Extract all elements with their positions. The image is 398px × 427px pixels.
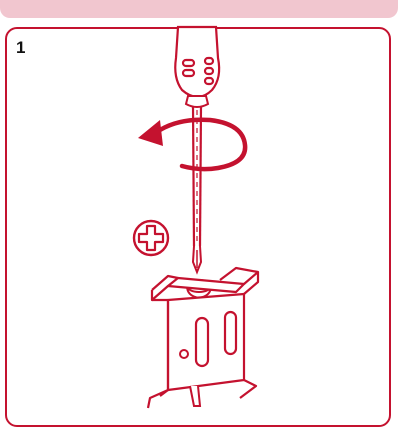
installation-illustration (132, 25, 260, 409)
top-banner (0, 0, 398, 18)
step-number: 1 (16, 38, 26, 57)
screwdriver-icon (174, 25, 221, 275)
mounting-bracket-icon (146, 266, 260, 409)
phillips-head-icon (132, 219, 170, 257)
rotate-counterclockwise-arrow-icon (138, 117, 248, 172)
